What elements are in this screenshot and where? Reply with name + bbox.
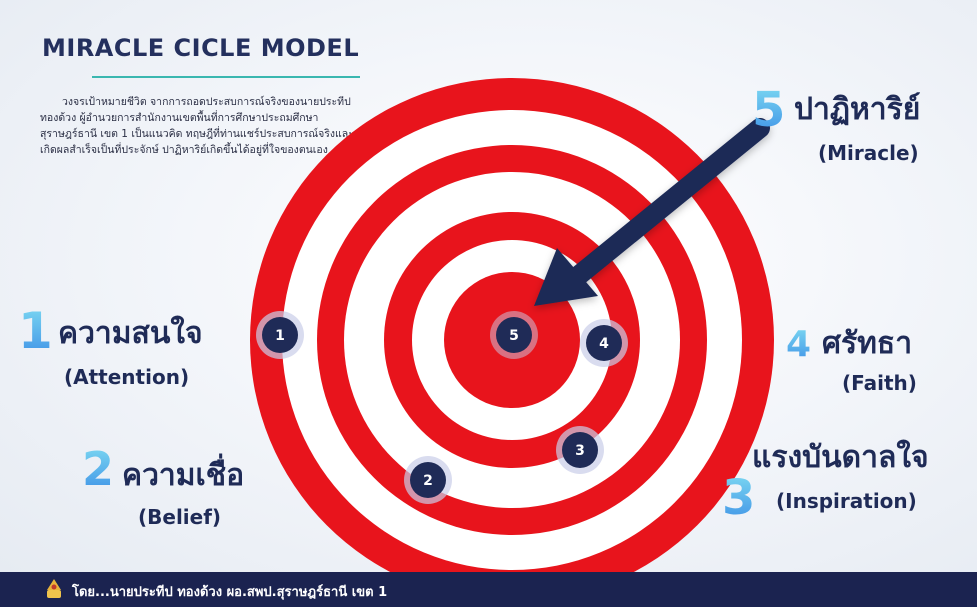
arrow [534, 118, 770, 306]
step-1-english: (Attention) [64, 365, 190, 389]
footer-credit: โดย...นายประทีป ทองด้วง ผอ.สพป.สุราษฎร์ธ… [72, 585, 388, 600]
step-4-thai: ศรัทธา [822, 326, 913, 361]
step-4-english: (Faith) [842, 371, 917, 395]
step-3-number: 3 [722, 470, 756, 526]
step-5-number: 5 [752, 82, 786, 138]
target-diagram: 1 2 3 4 5 [250, 78, 774, 572]
step-4-number: 4 [786, 324, 812, 365]
emblem-icon [47, 579, 61, 598]
step-5-thai: ปาฏิหาริย์ [794, 92, 921, 127]
badge-1-label: 1 [275, 328, 285, 344]
footer-bar: โดย...นายประทีป ทองด้วง ผอ.สพป.สุราษฎร์ธ… [0, 572, 977, 607]
page-title: MIRACLE CICLE MODEL [42, 34, 360, 62]
step-2-number: 2 [82, 442, 115, 496]
step-3-thai: แรงบันดาลใจ [752, 440, 929, 475]
badge-2: 2 [404, 456, 452, 504]
badge-3: 3 [556, 426, 604, 474]
step-1-number: 1 [18, 302, 53, 360]
badge-4: 4 [580, 319, 628, 367]
badge-5: 5 [490, 311, 538, 359]
badge-2-label: 2 [423, 473, 433, 489]
step-3-english: (Inspiration) [776, 489, 917, 513]
step-1-thai: ความสนใจ [58, 316, 203, 351]
description-text: วงจรเป้าหมายชีวิต จากการถอดประสบการณ์จริ… [40, 96, 354, 156]
title-underline [92, 76, 360, 78]
step-2-english: (Belief) [138, 505, 222, 529]
step-2-thai: ความเชื่อ [122, 458, 245, 493]
badge-1: 1 [256, 311, 304, 359]
step-5-english: (Miracle) [818, 141, 919, 165]
badge-5-label: 5 [509, 328, 519, 344]
badge-3-label: 3 [575, 443, 585, 459]
badge-4-label: 4 [599, 336, 609, 352]
